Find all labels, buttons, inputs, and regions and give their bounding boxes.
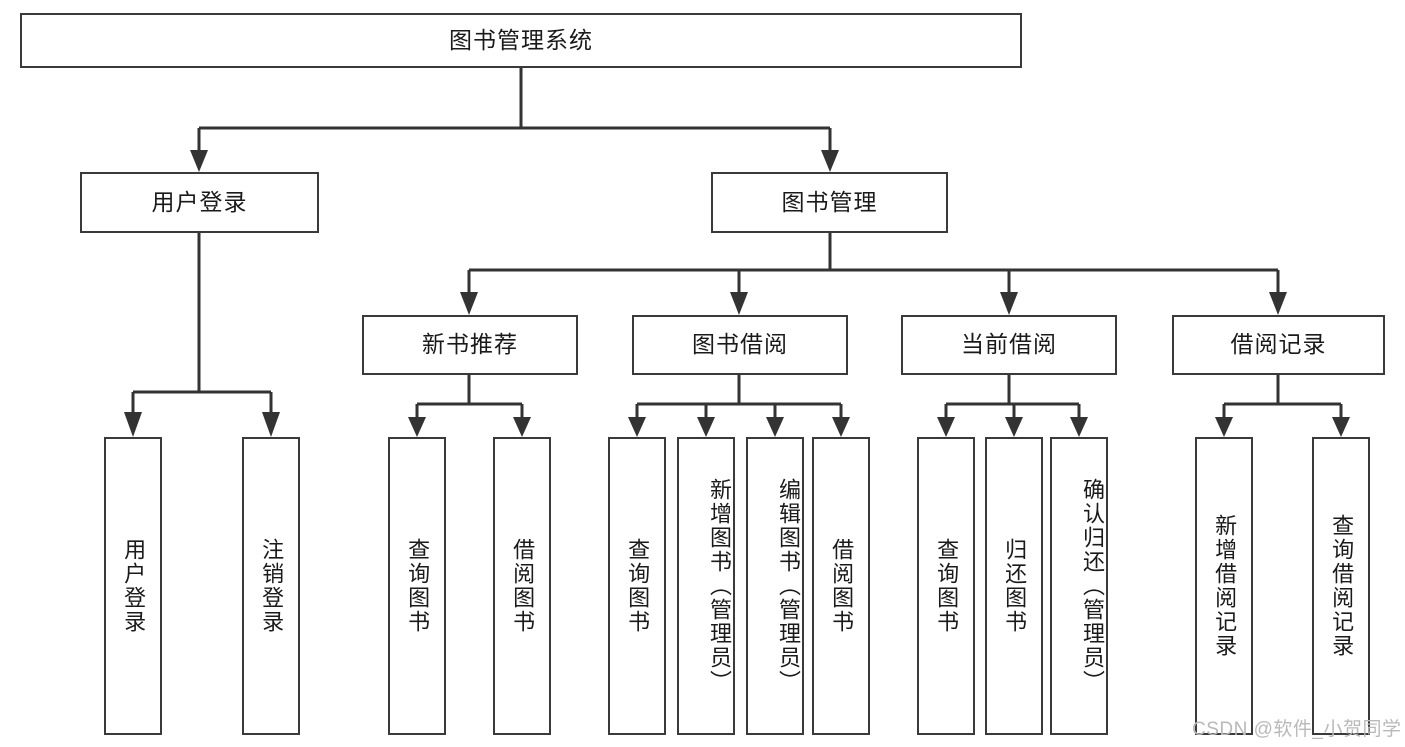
leaf-borrow-add-book-admin[interactable]: 新增图书（管理员） — [677, 437, 735, 735]
node-root-book-management-system[interactable]: 图书管理系统 — [20, 13, 1022, 68]
leaf-current-return-book[interactable]: 归还图书 — [985, 437, 1043, 735]
node-label: 借阅图书 — [829, 538, 855, 634]
leaf-user-login-logout[interactable]: 注销登录 — [242, 437, 300, 735]
node-borrow-record[interactable]: 借阅记录 — [1172, 315, 1385, 375]
node-label: 查询图书 — [405, 538, 431, 634]
node-user-login[interactable]: 用户登录 — [80, 172, 319, 233]
leaf-borrow-borrow-book[interactable]: 借阅图书 — [812, 437, 870, 735]
node-label: 归还图书 — [1002, 538, 1028, 634]
node-book-borrow[interactable]: 图书借阅 — [632, 315, 848, 375]
node-label: 借阅图书 — [510, 538, 536, 634]
node-label: 新书推荐 — [422, 331, 518, 358]
leaf-user-login-login[interactable]: 用户登录 — [104, 437, 162, 735]
node-current-borrow[interactable]: 当前借阅 — [901, 315, 1117, 375]
node-label: 编辑图书（管理员） — [776, 478, 801, 694]
node-label: 新增借阅记录 — [1212, 514, 1238, 658]
leaf-record-query-borrow-record[interactable]: 查询借阅记录 — [1312, 437, 1370, 735]
node-label: 确认归还（管理员） — [1080, 478, 1105, 694]
node-label: 当前借阅 — [961, 331, 1057, 358]
node-book-management[interactable]: 图书管理 — [711, 172, 948, 233]
leaf-record-add-borrow-record[interactable]: 新增借阅记录 — [1195, 437, 1253, 735]
leaf-current-query-book[interactable]: 查询图书 — [917, 437, 975, 735]
node-new-book-recommend[interactable]: 新书推荐 — [362, 315, 578, 375]
watermark-credit: CSDN @软件_小贺同学 — [1192, 719, 1402, 740]
node-label: 图书管理系统 — [449, 26, 593, 53]
leaf-current-confirm-return-admin[interactable]: 确认归还（管理员） — [1050, 437, 1108, 735]
node-label: 图书管理 — [781, 188, 878, 215]
node-label: 图书借阅 — [692, 331, 788, 358]
node-label: 用户登录 — [121, 538, 147, 634]
node-label: 借阅记录 — [1230, 331, 1327, 358]
leaf-borrow-edit-book-admin[interactable]: 编辑图书（管理员） — [746, 437, 804, 735]
node-label: 注销登录 — [259, 538, 285, 634]
node-label: 查询借阅记录 — [1329, 514, 1355, 658]
node-label: 新增图书（管理员） — [707, 478, 732, 694]
leaf-borrow-query-book[interactable]: 查询图书 — [608, 437, 666, 735]
node-label: 查询图书 — [625, 538, 651, 634]
leaf-new-book-borrow-book[interactable]: 借阅图书 — [493, 437, 551, 735]
node-label: 用户登录 — [151, 188, 248, 215]
node-label: 查询图书 — [934, 538, 960, 634]
leaf-new-book-query-book[interactable]: 查询图书 — [388, 437, 446, 735]
